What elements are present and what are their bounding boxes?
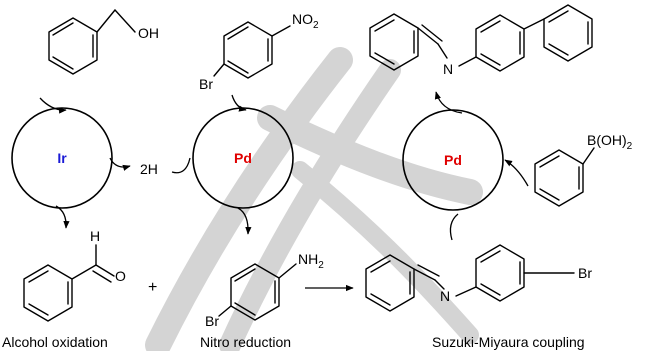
plus-sign: + [148, 279, 157, 296]
iridium-cycle: Ir [11, 97, 113, 229]
caption-nitro-reduction: Nitro reduction [200, 334, 291, 350]
bromo-imine-intermediate: N Br [365, 244, 592, 312]
watermark [145, 47, 483, 351]
palladium-cycle-left: Pd [192, 94, 294, 235]
palladium-catalyst-label-right: Pd [444, 152, 462, 168]
hydroxyl-label: OH [138, 25, 159, 41]
amine-label: NH2 [298, 251, 324, 271]
palladium-cycle-right: Pd [402, 91, 529, 241]
imine-nitrogen-bottom: N [440, 288, 450, 304]
phenylboronic-acid: B(OH)2 [534, 132, 633, 207]
bromo-label-nitro: Br [199, 76, 213, 92]
benzaldehyde: H O [23, 228, 126, 322]
bromonitrobenzene: NO2 Br [199, 11, 319, 92]
bromoaniline: NH2 Br [205, 251, 324, 329]
boronic-acid-label: B(OH)2 [587, 132, 633, 152]
bromo-label-aniline: Br [205, 313, 219, 329]
bromo-label-imine: Br [578, 265, 592, 281]
nitro-label: NO2 [292, 11, 319, 31]
hydrogen-transfer: 2H [109, 157, 191, 177]
hydrogen-transfer-label: 2H [140, 161, 158, 177]
palladium-catalyst-label-left: Pd [234, 150, 252, 166]
imine-nitrogen-top: N [443, 61, 453, 77]
benzyl-alcohol: OH [48, 9, 159, 75]
caption-suzuki-coupling: Suzuki-Miyaura coupling [432, 334, 585, 350]
aldehyde-oxygen-label: O [115, 268, 126, 284]
aldehyde-hydrogen-label: H [90, 228, 100, 244]
biphenyl-imine-product: N [369, 4, 593, 77]
caption-alcohol-oxidation: Alcohol oxidation [2, 334, 108, 350]
iridium-catalyst-label: Ir [57, 150, 67, 166]
